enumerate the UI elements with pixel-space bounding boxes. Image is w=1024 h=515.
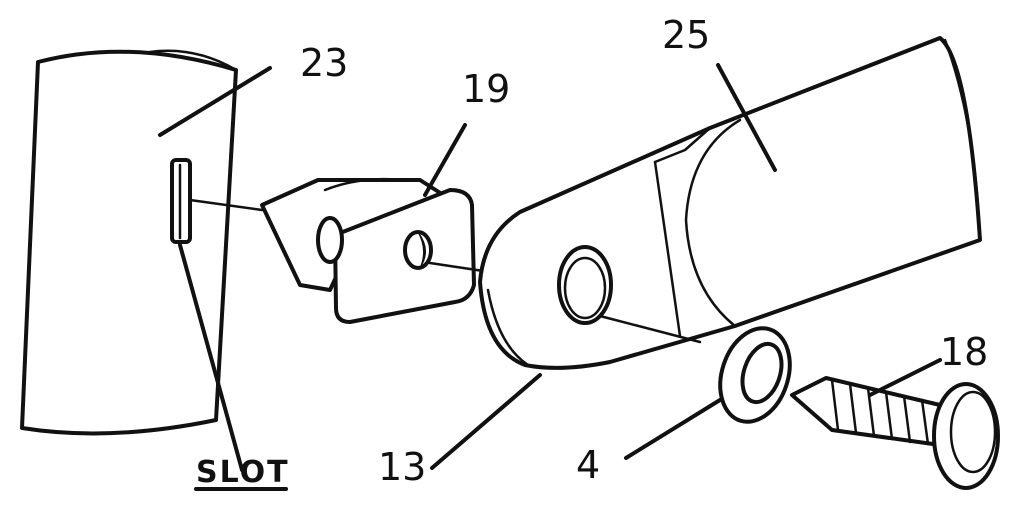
slot-feature bbox=[170, 158, 264, 472]
label-19: 19 bbox=[462, 67, 510, 111]
label-4: 4 bbox=[576, 443, 600, 487]
bracket-part-19 bbox=[260, 123, 492, 324]
label-18: 18 bbox=[940, 330, 988, 374]
label-13: 13 bbox=[378, 445, 426, 489]
label-slot: SLOT bbox=[196, 455, 290, 490]
washer-part-4 bbox=[624, 326, 792, 460]
label-23: 23 bbox=[300, 41, 348, 85]
label-25: 25 bbox=[662, 13, 710, 57]
arm-part-25 bbox=[478, 36, 982, 370]
screw-part-18 bbox=[790, 358, 1000, 490]
pivot-end-part-13 bbox=[430, 373, 542, 470]
tube-part-23 bbox=[20, 49, 272, 436]
